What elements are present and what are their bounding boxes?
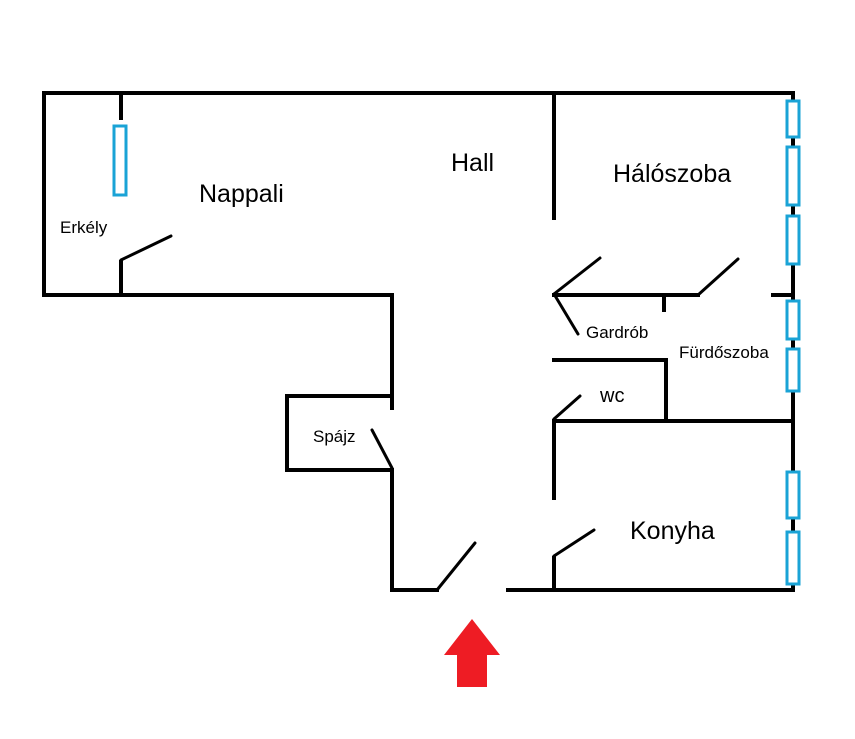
konyha-window-1 (785, 470, 801, 520)
konyha-door (552, 528, 596, 558)
room-label-spajz: Spájz (313, 427, 356, 446)
entrance-arrow (444, 619, 500, 687)
room-labels: Nappali Hall Hálószoba Erkély Gardrób Fü… (60, 149, 769, 545)
furdoszoba-window-2 (785, 347, 801, 393)
spajz-door (370, 428, 394, 470)
outer-wall-left (42, 91, 394, 410)
wc-door (552, 394, 582, 421)
konyha-window-2 (785, 530, 801, 586)
room-label-wc: wc (599, 385, 624, 407)
room-label-konyha: Konyha (630, 517, 715, 545)
outer-wall-top-right (42, 91, 795, 592)
room-label-hall: Hall (451, 149, 494, 177)
windows (112, 99, 801, 586)
room-label-furdoszoba: Fürdőszoba (679, 343, 769, 362)
room-label-haloszoba: Hálószoba (613, 160, 731, 188)
haloszoba-window-3 (785, 214, 801, 266)
furdoszoba-window-1 (785, 299, 801, 341)
furdoszoba-door (696, 257, 740, 297)
room-label-erkely: Erkély (60, 218, 108, 237)
haloszoba-window-1 (785, 99, 801, 139)
spajz-wall (285, 394, 439, 592)
erkely-window (112, 124, 128, 197)
walls (42, 91, 795, 592)
room-label-gardrob: Gardrób (586, 323, 648, 342)
room-label-nappali: Nappali (199, 180, 284, 208)
entrance-door (435, 541, 477, 592)
doors (119, 234, 740, 592)
erkely-door (119, 234, 173, 262)
gardrob-door (552, 256, 602, 296)
up-arrow-icon (444, 619, 500, 687)
haloszoba-window-2 (785, 145, 801, 207)
gardrob-door-swing (552, 292, 580, 336)
